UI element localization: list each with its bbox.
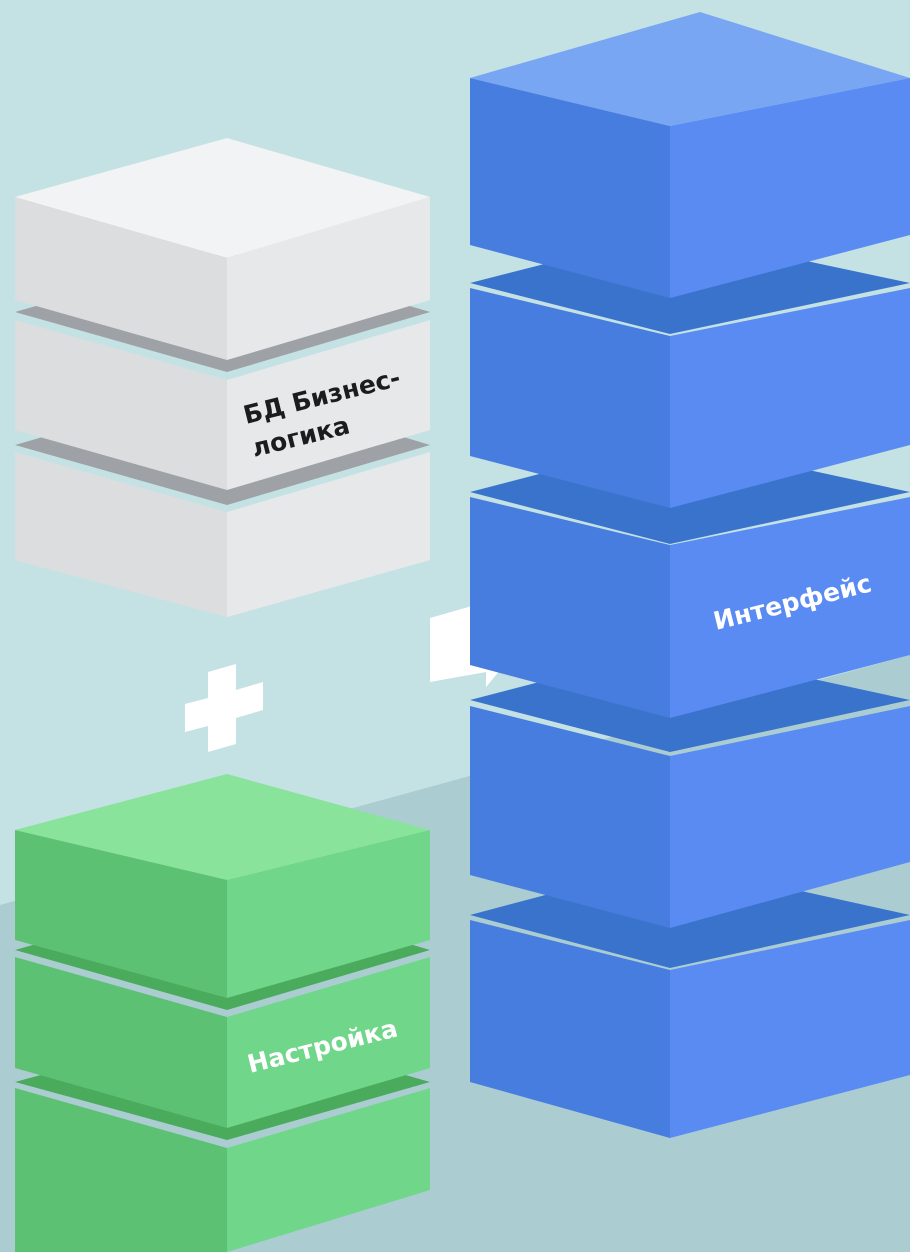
- plus-icon: [185, 664, 263, 752]
- stack-interface: Интерфейс: [470, 12, 910, 1138]
- stack-db-logic: БД Бизнес- логика: [15, 138, 430, 617]
- block: [470, 12, 910, 298]
- block: [15, 138, 430, 360]
- block: [15, 774, 430, 998]
- stack-settings: Настройка: [15, 774, 430, 1252]
